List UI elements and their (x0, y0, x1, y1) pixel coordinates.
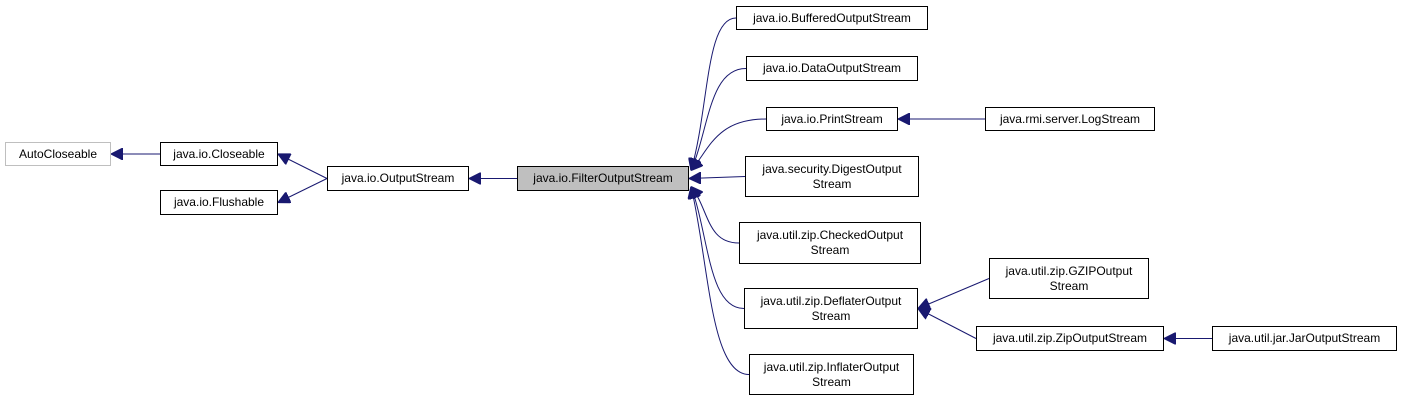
edge-printstream-to-filteroutputstream (691, 118, 767, 171)
node-java-security-digestoutputstream[interactable]: java.security.DigestOutput Stream (745, 156, 919, 197)
node-java-io-printstream[interactable]: java.io.PrintStream (766, 107, 898, 131)
node-java-io-closeable[interactable]: java.io.Closeable (160, 142, 278, 166)
edge-deflateroutputstream-to-filteroutputstream (691, 187, 745, 309)
edge-dataoutputstream-to-filteroutputstream (691, 68, 747, 171)
edge-digestoutputstream-to-filteroutputstream (689, 177, 746, 179)
node-java-util-zip-inflateroutputstream[interactable]: java.util.zip.InflaterOutput Stream (749, 354, 914, 395)
node-java-rmi-server-logstream[interactable]: java.rmi.server.LogStream (985, 107, 1155, 131)
edge-bufferedoutputstream-to-filteroutputstream (691, 17, 737, 171)
node-java-util-jar-jaroutputstream[interactable]: java.util.jar.JarOutputStream (1212, 326, 1397, 351)
node-java-util-zip-gzipoutputstream[interactable]: java.util.zip.GZIPOutput Stream (989, 258, 1149, 299)
edge-outputstream-to-closeable (278, 154, 328, 179)
edge-checkedoutputstream-to-filteroutputstream (691, 187, 740, 244)
node-java-io-filteroutputstream: java.io.FilterOutputStream (517, 166, 689, 191)
node-java-io-bufferedoutputstream[interactable]: java.io.BufferedOutputStream (736, 6, 928, 30)
node-java-util-zip-deflateroutputstream[interactable]: java.util.zip.DeflaterOutput Stream (744, 288, 918, 329)
node-java-io-flushable[interactable]: java.io.Flushable (160, 190, 278, 215)
edge-outputstream-to-flushable (278, 178, 328, 203)
node-autocloseable: AutoCloseable (5, 142, 111, 166)
node-java-util-zip-zipoutputstream[interactable]: java.util.zip.ZipOutputStream (976, 326, 1164, 351)
node-java-util-zip-checkedoutputstream[interactable]: java.util.zip.CheckedOutput Stream (739, 222, 921, 264)
node-java-io-dataoutputstream[interactable]: java.io.DataOutputStream (746, 56, 918, 81)
edge-zipoutputstream-to-deflateroutputstream (918, 309, 977, 339)
edge-gzipoutputstream-to-deflateroutputstream (918, 278, 990, 309)
node-java-io-outputstream[interactable]: java.io.OutputStream (327, 166, 469, 191)
edge-inflateroutputstream-to-filteroutputstream (691, 187, 750, 375)
